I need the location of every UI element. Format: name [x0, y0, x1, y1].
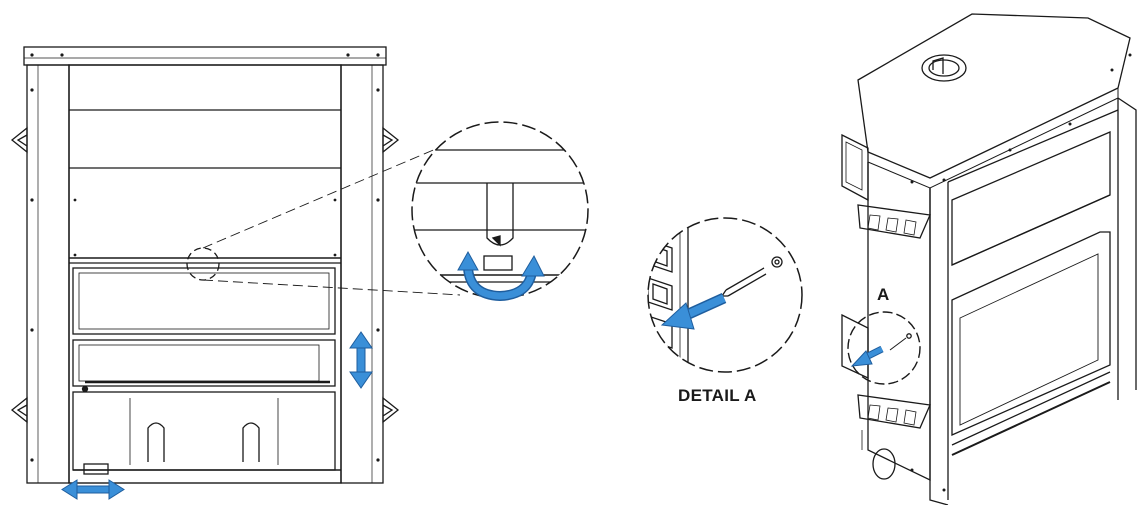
- flue-collar: [921, 54, 967, 82]
- left-column: [26, 64, 70, 484]
- slider-handle: [83, 463, 109, 475]
- right-bracket-lower: [382, 396, 400, 424]
- double-arrow-vertical-icon: [349, 331, 373, 389]
- leg-right: [242, 422, 260, 462]
- left-bracket-upper: [10, 126, 28, 154]
- glass-door: [951, 231, 1111, 436]
- glass-window: [72, 267, 336, 335]
- detail-a-label: DETAIL A: [678, 386, 757, 405]
- ash-area: [72, 391, 336, 471]
- zoom-detail: [411, 121, 589, 299]
- callout-circle-a: [847, 311, 921, 385]
- top-frame-bar: [23, 46, 387, 66]
- top-face: [857, 13, 1131, 179]
- zoom-source-circle: [186, 247, 220, 281]
- detail-circle: [647, 217, 803, 373]
- detail-a: [647, 217, 803, 373]
- double-arrow-horizontal-icon: [61, 479, 125, 500]
- right-column: [340, 64, 384, 484]
- pull-arrow-icon: [660, 292, 727, 330]
- rotate-arrow-icon: [457, 250, 545, 302]
- pull-arrow-iso-icon: [850, 345, 884, 367]
- upper-panel: [951, 131, 1111, 266]
- right-bracket-upper: [382, 126, 400, 154]
- zoom-circle: [411, 121, 589, 299]
- isometric-fireplace: [841, 13, 1137, 506]
- bracket-row-2: [857, 394, 931, 429]
- bracket-row-1: [857, 204, 931, 239]
- leg-left: [147, 422, 165, 462]
- air-inlet: [872, 448, 896, 480]
- firebox-body: [68, 64, 342, 484]
- callout-a-label: A: [877, 285, 890, 304]
- lower-panel: [72, 339, 336, 387]
- front-view-fireplace: [10, 46, 461, 484]
- left-bracket-lower: [10, 396, 28, 424]
